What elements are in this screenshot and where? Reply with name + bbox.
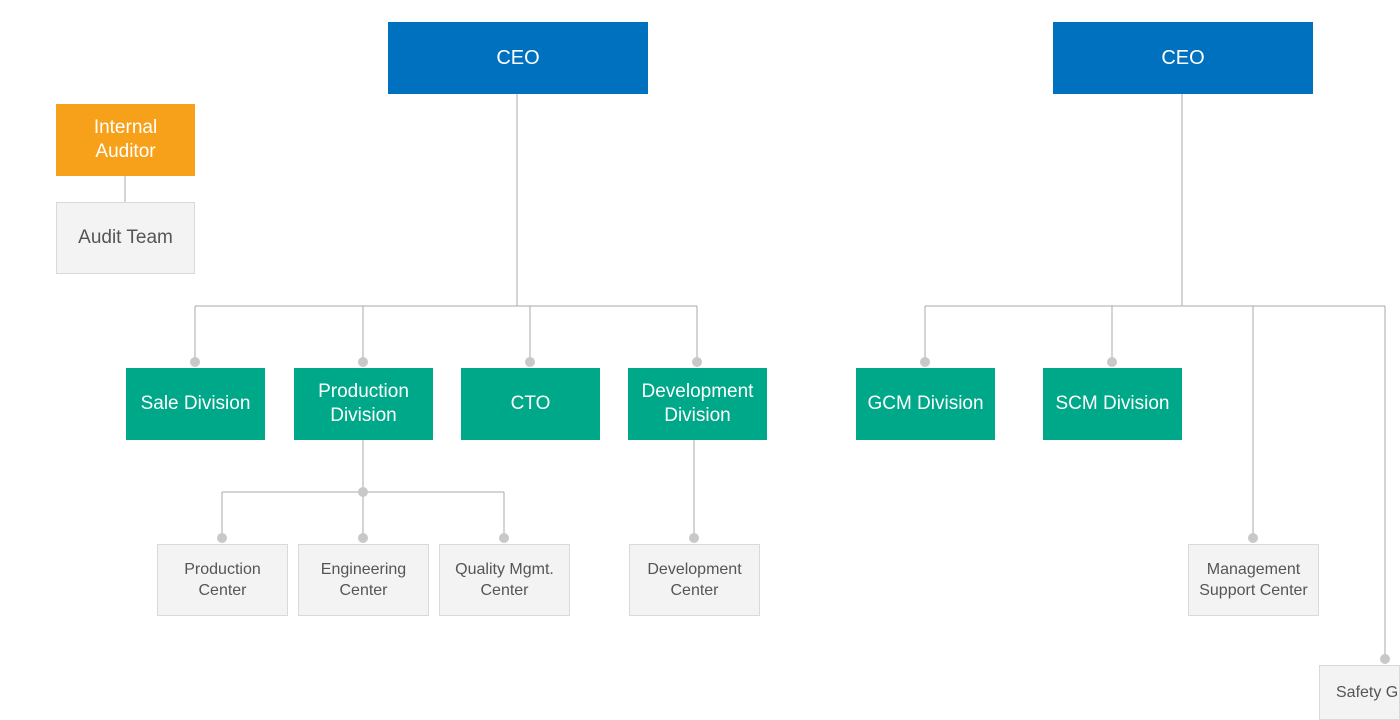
node-dot [190, 357, 200, 367]
node-dot [217, 533, 227, 543]
engineering-center-box: Engineering Center [298, 544, 429, 616]
node-dot [1380, 654, 1390, 664]
ceo-box-left: CEO [388, 22, 648, 94]
production-division-box: Production Division [294, 368, 433, 440]
node-dot [499, 533, 509, 543]
node-dot [525, 357, 535, 367]
internal-auditor-box: Internal Auditor [56, 104, 195, 176]
node-dot [358, 533, 368, 543]
node-dot [689, 533, 699, 543]
management-support-center-box: Management Support Center [1188, 544, 1319, 616]
quality-mgmt-center-box: Quality Mgmt. Center [439, 544, 570, 616]
scm-division-box: SCM Division [1043, 368, 1182, 440]
node-dot [1248, 533, 1258, 543]
development-center-box: Development Center [629, 544, 760, 616]
gcm-division-box: GCM Division [856, 368, 995, 440]
cto-box: CTO [461, 368, 600, 440]
node-dot [692, 357, 702, 367]
safety-box-partial: Safety G [1319, 665, 1400, 720]
audit-team-box: Audit Team [56, 202, 195, 274]
sale-division-box: Sale Division [126, 368, 265, 440]
production-center-box: Production Center [157, 544, 288, 616]
ceo-box-right: CEO [1053, 22, 1313, 94]
node-dot [358, 357, 368, 367]
node-dot [920, 357, 930, 367]
node-dot [1107, 357, 1117, 367]
node-dot [358, 487, 368, 497]
development-division-box: Development Division [628, 368, 767, 440]
